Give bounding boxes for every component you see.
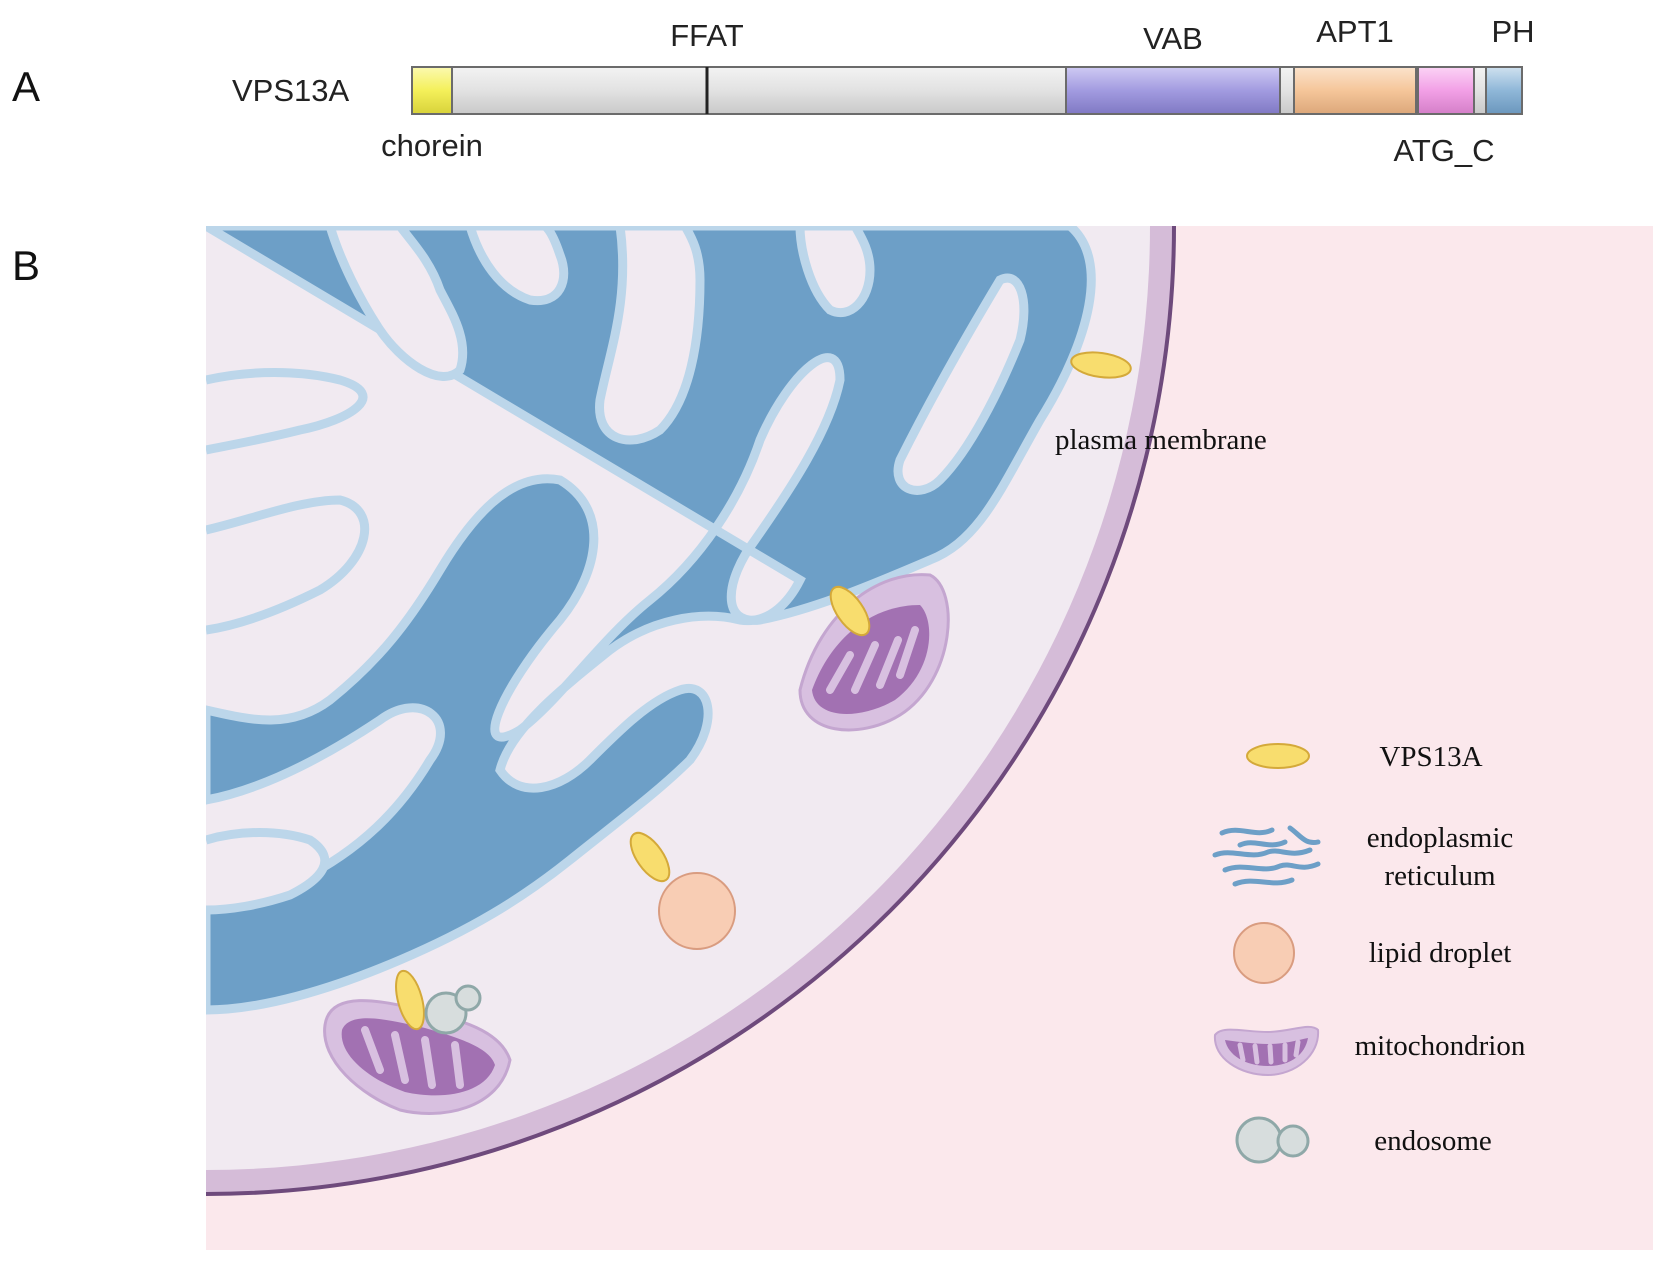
atg-c-domain [1417,66,1475,115]
er-fold [595,226,705,445]
legend-er-label-line2: reticulum [1384,860,1496,892]
legend-lipid-droplet-icon [1233,922,1295,984]
legend-vps13a-icon [1246,743,1310,769]
vps13a-er-lipid [629,831,671,883]
er-fold [206,828,330,915]
legend-vps13a-label: VPS13A [1379,741,1482,773]
apt1-label: APT1 [1316,14,1394,49]
panel-b-letter: B [12,242,40,289]
legend-er-icon [1212,825,1321,887]
legend: VPS13A endoplasmic reticulum lipid dropl… [1212,741,1526,1164]
legend-er-label-line1: endoplasmic [1367,822,1514,854]
legend-endosome-label: endosome [1374,1125,1492,1157]
legend-lipid-droplet-label: lipid droplet [1369,937,1512,969]
vps13a-er-mito-lower [395,969,425,1031]
mitochondrion-upper [798,573,950,732]
vps13a-er-mito [829,585,871,637]
legend-mitochondrion-icon [1213,1025,1320,1077]
lipid-droplet [658,872,736,950]
endoplasmic-reticulum [206,226,1096,1015]
ph-label: PH [1491,14,1534,49]
er-fold [795,226,875,317]
mitochondrion-lower [323,999,512,1115]
er-fold [206,495,370,635]
chorein-domain [411,66,453,115]
er-fold [325,226,468,381]
vab-label: VAB [1143,21,1203,56]
apt1-domain [1293,66,1417,115]
er-fold [206,368,368,455]
legend-endosome-icon [1235,1116,1310,1164]
plasma-membrane-label: plasma membrane [1055,424,1267,456]
panel-a-letter: A [12,63,40,110]
vps13a-pm [1070,351,1132,379]
endosome-in-cell [424,984,482,1035]
ffat-label: FFAT [670,18,744,53]
vab-domain [1065,66,1281,115]
er-fold [893,273,1029,495]
er-fold [465,226,569,306]
legend-mitochondrion-label: mitochondrion [1355,1030,1526,1062]
er-lumen [206,226,1096,1015]
atg-c-label: ATG_C [1393,133,1494,168]
vps13a-domain-bar [411,66,1523,115]
ph-domain [1485,66,1523,115]
chorein-label: chorein [381,128,483,163]
protein-name-label: VPS13A [232,73,350,108]
